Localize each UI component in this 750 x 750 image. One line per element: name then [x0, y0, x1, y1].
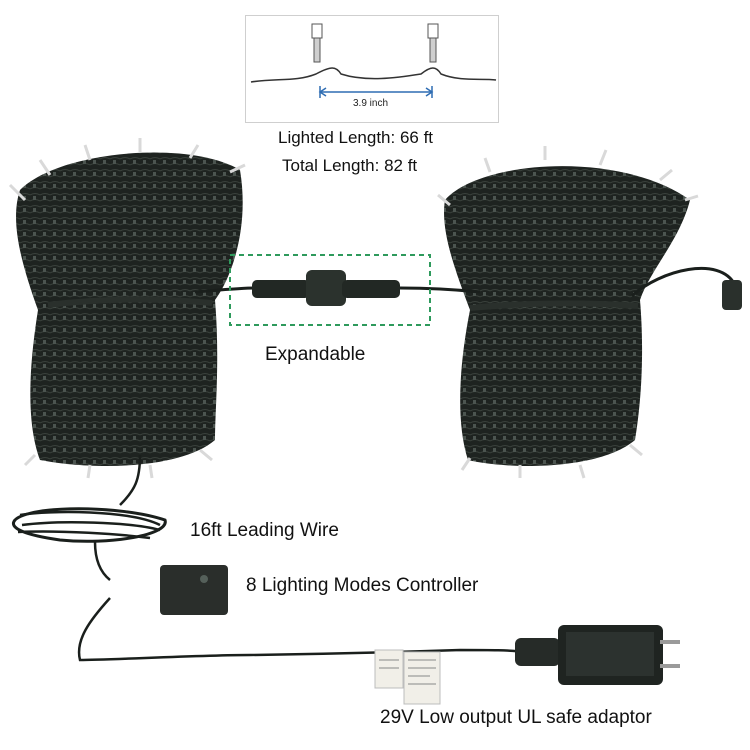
total-length-label: Total Length: 82 ft: [282, 156, 418, 175]
lighted-length-label: Lighted Length: 66 ft: [278, 128, 434, 147]
right-light-bundle: [437, 146, 742, 479]
bulb-spacing-label: 3.9 inch: [353, 98, 389, 109]
power-adaptor: [249, 625, 680, 705]
controller-box: [160, 565, 228, 615]
expandable-connector: [194, 254, 481, 326]
leading-wire-label: 16ft Leading Wire: [190, 520, 339, 541]
left-light-bundle: [8, 138, 246, 479]
adaptor-label: 29V Low output UL safe adaptor: [380, 707, 652, 728]
bulb-spacing-inset: [245, 15, 499, 123]
expandable-label: Expandable: [265, 344, 366, 365]
leading-wire-coil: [12, 454, 251, 662]
controller-label: 8 Lighting Modes Controller: [246, 575, 479, 596]
spacing-diagram: [250, 23, 497, 98]
